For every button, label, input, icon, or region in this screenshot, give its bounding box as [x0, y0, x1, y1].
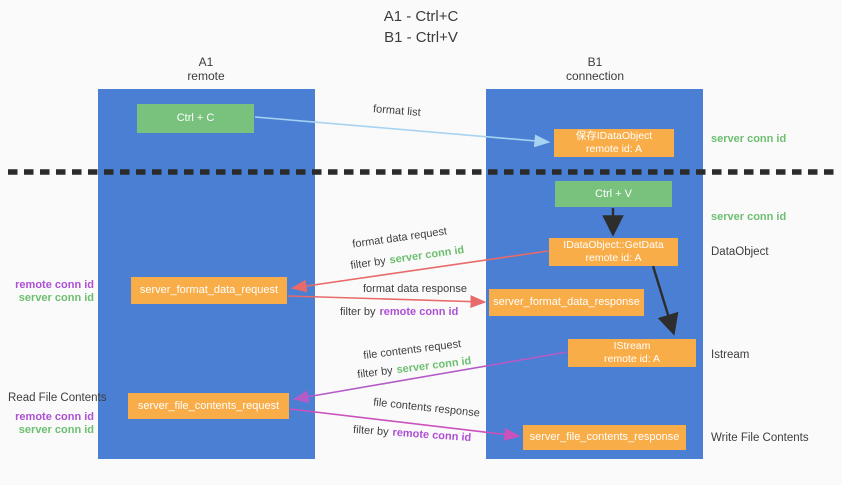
node-getdata-line1: IDataObject::GetData — [563, 239, 664, 251]
remote-conn-id-text-2: remote conn id — [392, 426, 472, 445]
edge-label-filter-by-remote-conn-id-2: filter by remote conn id — [353, 424, 472, 444]
node-file-request-label: server_file_contents_request — [137, 399, 280, 412]
node-save-idataobject: 保存IDataObject remote id: A — [554, 129, 674, 157]
node-save-idataobject-line2: remote id: A — [585, 143, 643, 155]
server-conn-id-text-1: server conn id — [388, 244, 465, 267]
left-label-server-conn-id-1: server conn id — [18, 292, 94, 304]
node-ctrl-c-label: Ctrl + C — [176, 112, 215, 124]
format-data-request-text: format data request — [351, 225, 448, 251]
node-getdata-line2: remote id: A — [585, 252, 642, 264]
lane-b1-subtitle: connection — [565, 69, 625, 83]
node-istream: IStream remote id: A — [568, 339, 696, 367]
lane-a1-name: A1 — [198, 55, 214, 69]
filter-by-text-4: filter by — [352, 423, 389, 439]
remote-conn-id-text-1: remote conn id — [379, 306, 459, 318]
filter-by-text-3: filter by — [356, 364, 394, 381]
right-label-server-conn-id-2: server conn id — [711, 211, 787, 223]
lane-a1-subtitle: remote — [187, 69, 225, 83]
filter-by-text-1: filter by — [349, 255, 387, 272]
diagram-title: A1 - Ctrl+C B1 - Ctrl+V — [0, 6, 842, 48]
format-data-response-arrow — [287, 295, 487, 308]
node-istream-line1: IStream — [613, 340, 651, 352]
node-server-file-contents-response: server_file_contents_response — [523, 425, 686, 450]
edge-label-format-data-request: format data request — [352, 225, 448, 250]
node-ctrl-c: Ctrl + C — [137, 104, 254, 133]
format-data-response-text: format data response — [363, 283, 467, 295]
node-server-file-contents-request: server_file_contents_request — [128, 393, 289, 419]
node-idataobject-getdata: IDataObject::GetData remote id: A — [549, 238, 678, 266]
edge-label-filter-by-remote-conn-id-1: filter by remote conn id — [340, 306, 458, 318]
edge-label-format-data-response: format data response — [363, 283, 467, 295]
right-label-server-conn-id-1: server conn id — [711, 133, 787, 145]
format-list-text: format list — [372, 103, 422, 119]
lane-header-a1: A1 remote — [146, 55, 266, 83]
left-label-remote-conn-id-1: remote conn id — [15, 279, 94, 291]
edge-label-file-contents-response: file contents response — [373, 396, 481, 419]
title-line-2: B1 - Ctrl+V — [384, 29, 458, 46]
node-save-idataobject-line1: 保存IDataObject — [575, 130, 653, 142]
node-ctrl-v: Ctrl + V — [555, 181, 672, 207]
lane-b1-name: B1 — [587, 55, 603, 69]
node-istream-line2: remote id: A — [603, 353, 661, 365]
lane-header-b1: B1 connection — [535, 55, 655, 83]
node-format-response-label: server_format_data_response — [493, 296, 640, 308]
left-label-remote-conn-id-2: remote conn id — [15, 411, 94, 423]
right-label-istream: Istream — [711, 349, 750, 361]
node-server-format-data-response: server_format_data_response — [489, 289, 644, 316]
filter-by-text-2: filter by — [340, 306, 376, 318]
edge-label-format-list: format list — [373, 103, 421, 119]
node-server-format-data-request: server_format_data_request — [131, 277, 287, 304]
title-line-1: A1 - Ctrl+C — [383, 8, 459, 25]
node-ctrl-v-label: Ctrl + V — [595, 187, 632, 200]
file-contents-response-text: file contents response — [372, 396, 481, 420]
left-label-server-conn-id-2: server conn id — [18, 424, 94, 436]
right-label-dataobject: DataObject — [711, 246, 769, 258]
node-format-request-label: server_format_data_request — [139, 284, 279, 296]
right-label-write-file-contents: Write File Contents — [711, 432, 809, 444]
server-conn-id-text-2: server conn id — [395, 355, 472, 377]
left-label-read-file-contents: Read File Contents — [8, 392, 107, 404]
node-file-response-label: server_file_contents_response — [529, 431, 680, 443]
